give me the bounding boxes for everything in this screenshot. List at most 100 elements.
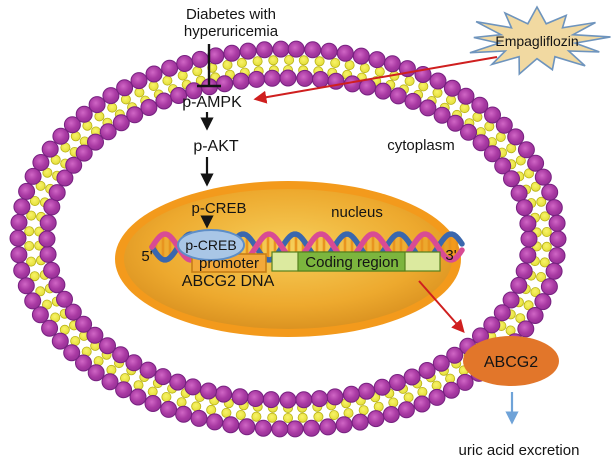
abcg2-shape: [463, 336, 559, 386]
lipid-head: [190, 409, 208, 427]
lipid-head: [456, 373, 474, 391]
lipid-head: [483, 145, 501, 163]
lipid-head: [256, 41, 273, 59]
empagliflozin-burst: Empagliflozin: [469, 5, 611, 76]
lipid-head: [510, 184, 528, 202]
lipid-head: [510, 276, 528, 294]
lipid-tail: [252, 56, 263, 67]
lipid-tail: [343, 408, 354, 419]
lipid-head: [335, 416, 353, 434]
nucleus: nucleus p-CREB p-CREB promoter Coding re…: [115, 181, 465, 337]
lipid-head: [413, 395, 431, 413]
lipid-tail: [541, 241, 552, 252]
lipid-head: [48, 184, 66, 202]
empagliflozin-label: Empagliflozin: [495, 33, 578, 49]
lipid-head: [87, 133, 104, 151]
lipid-head: [541, 183, 559, 201]
lipid-head: [303, 419, 320, 437]
promoter-label: promoter: [199, 255, 259, 272]
lipid-tail: [26, 256, 37, 267]
lipid-head: [155, 92, 173, 110]
lipid-head: [320, 42, 338, 60]
lipid-tail: [359, 63, 370, 74]
lipid-head: [129, 388, 147, 406]
lipid-head: [502, 291, 520, 309]
lipid-head: [545, 262, 563, 280]
lipid-tail: [530, 287, 541, 298]
lipid-tail: [388, 397, 399, 408]
lipid-tail: [523, 300, 534, 311]
lipid-head: [238, 418, 256, 436]
lipid-head: [429, 72, 447, 90]
lipid-tail: [267, 412, 278, 423]
lipid-tail: [432, 87, 443, 98]
lipid-tail: [106, 364, 117, 375]
arrow-coding-to-abcg2: [418, 280, 465, 333]
lipid-tail: [329, 410, 340, 421]
lipid-head: [319, 418, 337, 436]
lipid-head: [170, 87, 188, 104]
lipid-head: [311, 390, 328, 408]
lipid-head: [39, 214, 57, 232]
lipid-head: [389, 87, 407, 105]
p-creb-factor-label: p-CREB: [185, 237, 236, 253]
lipid-head: [247, 390, 264, 407]
lipid-tail: [191, 401, 202, 412]
lipid-head: [10, 213, 28, 231]
lipid-head: [446, 114, 464, 132]
lipid-head: [88, 96, 106, 114]
lipid-head: [115, 381, 133, 399]
lipid-head: [63, 116, 81, 134]
lipid-tail: [236, 57, 247, 68]
nucleus-label: nucleus: [331, 204, 383, 221]
lipid-head: [383, 55, 401, 73]
lipid-head: [43, 261, 61, 279]
lipid-tail: [134, 87, 145, 98]
lipid-tail: [147, 386, 158, 397]
lipid-tail: [235, 409, 246, 420]
abcg2-label: ABCG2: [484, 354, 538, 371]
lipid-head: [517, 141, 535, 159]
lipid-tail: [24, 240, 35, 251]
lipid-head: [519, 246, 537, 264]
lipid-head: [526, 307, 544, 324]
lipid-tail: [431, 380, 442, 391]
cytoplasm-label: cytoplasm: [387, 137, 455, 154]
lipid-tail: [403, 392, 414, 403]
lipid-head: [56, 290, 73, 308]
lipid-head: [326, 388, 344, 406]
lipid-head: [279, 391, 297, 409]
lipid-head: [112, 114, 130, 132]
lipid-head: [494, 157, 512, 175]
lipid-head: [262, 391, 280, 409]
lipid-head: [39, 245, 57, 263]
lipid-head: [222, 416, 240, 434]
lipid-head: [232, 72, 250, 90]
lipid-head: [200, 382, 217, 400]
lipid-head: [351, 413, 369, 431]
lipid-head: [32, 154, 50, 171]
lipid-head: [154, 368, 172, 386]
lipid-head: [358, 382, 375, 400]
lipid-head: [404, 92, 422, 110]
uric-acid-label: uric acid excretion: [459, 442, 580, 459]
lipid-head: [442, 381, 460, 399]
lipid-head: [520, 230, 538, 248]
lipid-head: [428, 388, 446, 406]
lipid-head: [419, 99, 437, 117]
cell-membrane: [9, 40, 567, 438]
lipid-head: [507, 128, 525, 146]
lipid-head: [13, 261, 31, 279]
lipid-head: [216, 75, 234, 93]
diabetes-label-line2: hyperuricemia: [184, 23, 279, 40]
lipid-tail: [148, 81, 159, 92]
lipid-head: [99, 337, 116, 355]
lipid-head: [175, 405, 193, 423]
lipid-head: [457, 87, 475, 105]
lipid-tail: [42, 167, 53, 178]
lipid-tail: [536, 271, 547, 282]
lipid-tail: [35, 180, 46, 191]
lipid-head: [368, 51, 386, 69]
signal-arrows: [197, 44, 519, 425]
